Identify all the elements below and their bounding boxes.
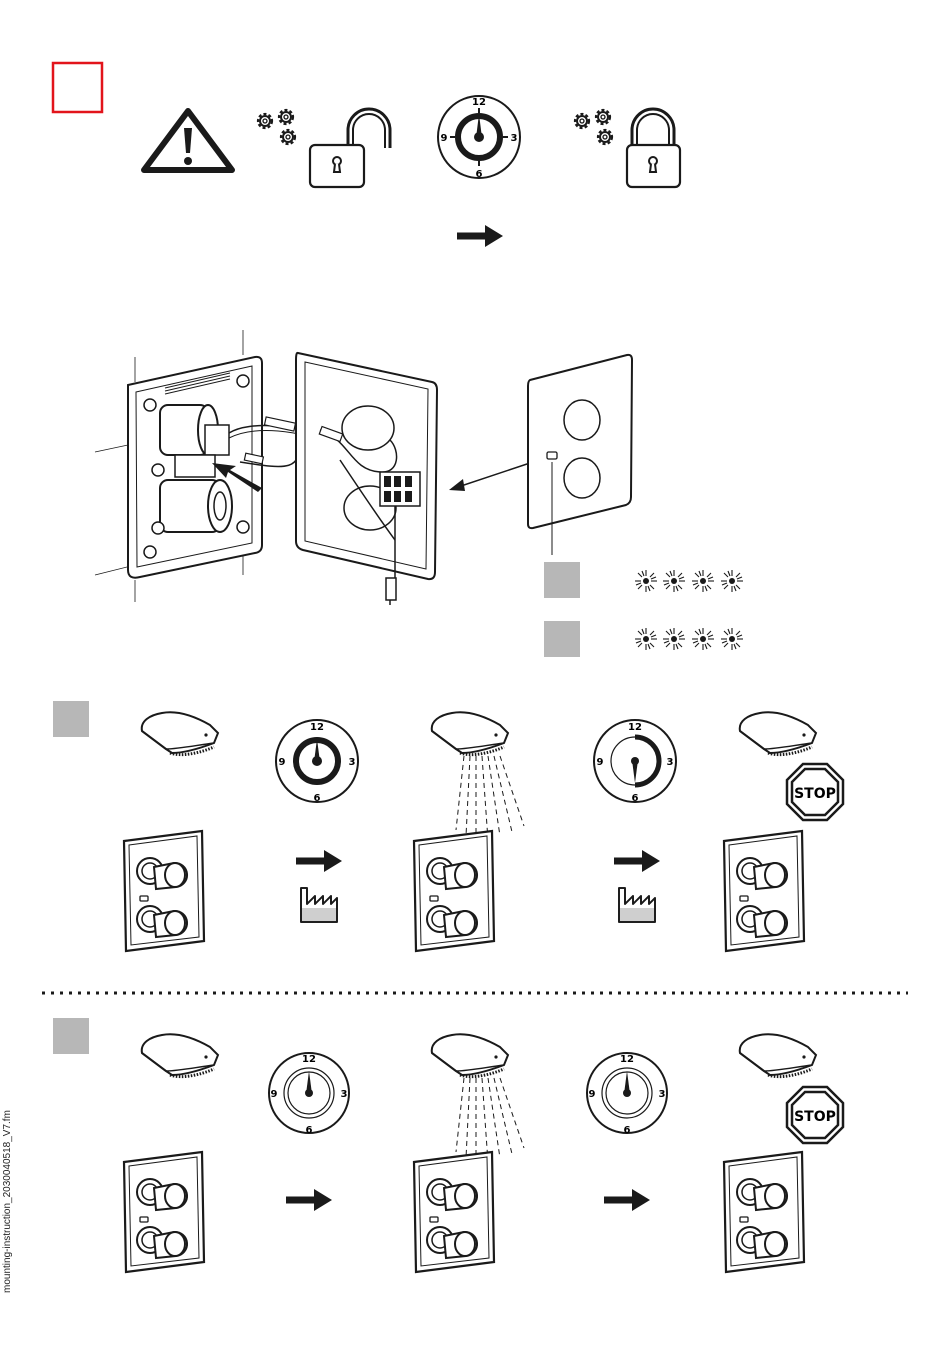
dial-label-6: 6: [314, 793, 321, 804]
warning-frame: [53, 63, 102, 112]
step-box: [53, 1018, 89, 1054]
control-plate: [724, 831, 804, 951]
padlock-open-icon: [310, 109, 390, 187]
dial-label-12: 12: [302, 1054, 316, 1065]
arrow-right-icon: [604, 1189, 650, 1211]
timer-dial-icon: 12 3 6 9: [587, 1053, 667, 1136]
control-plate: [124, 1152, 204, 1272]
arrow-right-icon: [614, 850, 660, 872]
dial-label-12: 12: [620, 1054, 634, 1065]
dial-label-6: 6: [624, 1125, 631, 1136]
padlock-closed-icon: [627, 109, 680, 187]
dial-label-3: 3: [341, 1089, 348, 1100]
dial-label-9: 9: [597, 757, 604, 768]
shower-head-icon: [432, 712, 508, 754]
control-plate: [124, 831, 204, 951]
timer-dial-icon: 12 3 6 9: [269, 1053, 349, 1136]
timer-dial-icon: 12 3 6 9: [276, 720, 358, 804]
factory-icon: [619, 888, 655, 922]
warning-icon: [144, 111, 232, 170]
dial-label-6: 6: [632, 793, 639, 804]
shower-head-icon: [740, 1034, 816, 1076]
footer-filename: mounting-instruction_2030040518_V7.fm: [2, 1110, 13, 1293]
arrow-right-icon: [457, 225, 503, 247]
gears-icon: [258, 110, 295, 144]
step-box: [53, 701, 89, 737]
arrow-right-icon: [286, 1189, 332, 1211]
water-spray: [456, 1078, 524, 1162]
step-box: [544, 562, 580, 598]
shower-head-icon: [740, 712, 816, 754]
control-plate: [414, 831, 494, 951]
water-spray: [456, 756, 524, 840]
shower-head-icon: [142, 712, 218, 754]
dial-label-9: 9: [271, 1089, 278, 1100]
timer-dial-icon: 12 3 6 9: [438, 96, 520, 180]
dial-label-3: 3: [511, 133, 518, 144]
dial-label-3: 3: [659, 1089, 666, 1100]
shower-head-icon: [142, 1034, 218, 1076]
timer-dial-icon: 12 3 6 9: [594, 720, 676, 804]
dial-label-9: 9: [441, 133, 448, 144]
dial-label-12: 12: [628, 722, 642, 733]
factory-icon: [301, 888, 337, 922]
step-box: [544, 621, 580, 657]
stop-sign-icon: STOP: [787, 764, 843, 820]
arrow-right-icon: [296, 850, 342, 872]
control-plate: [724, 1152, 804, 1272]
led-flash-icon: [635, 570, 743, 592]
stop-label: STOP: [794, 786, 836, 802]
dial-label-9: 9: [279, 757, 286, 768]
dial-label-3: 3: [349, 757, 356, 768]
shower-head-icon: [432, 1034, 508, 1076]
dial-label-3: 3: [667, 757, 674, 768]
dial-label-6: 6: [476, 169, 483, 180]
dial-label-12: 12: [310, 722, 324, 733]
dial-label-6: 6: [306, 1125, 313, 1136]
gears-icon: [575, 110, 612, 144]
stop-sign-icon: STOP: [787, 1087, 843, 1143]
led-flash-icon: [635, 628, 743, 650]
dial-label-9: 9: [589, 1089, 596, 1100]
control-plate: [414, 1152, 494, 1272]
dial-label-12: 12: [472, 97, 486, 108]
stop-label: STOP: [794, 1109, 836, 1125]
